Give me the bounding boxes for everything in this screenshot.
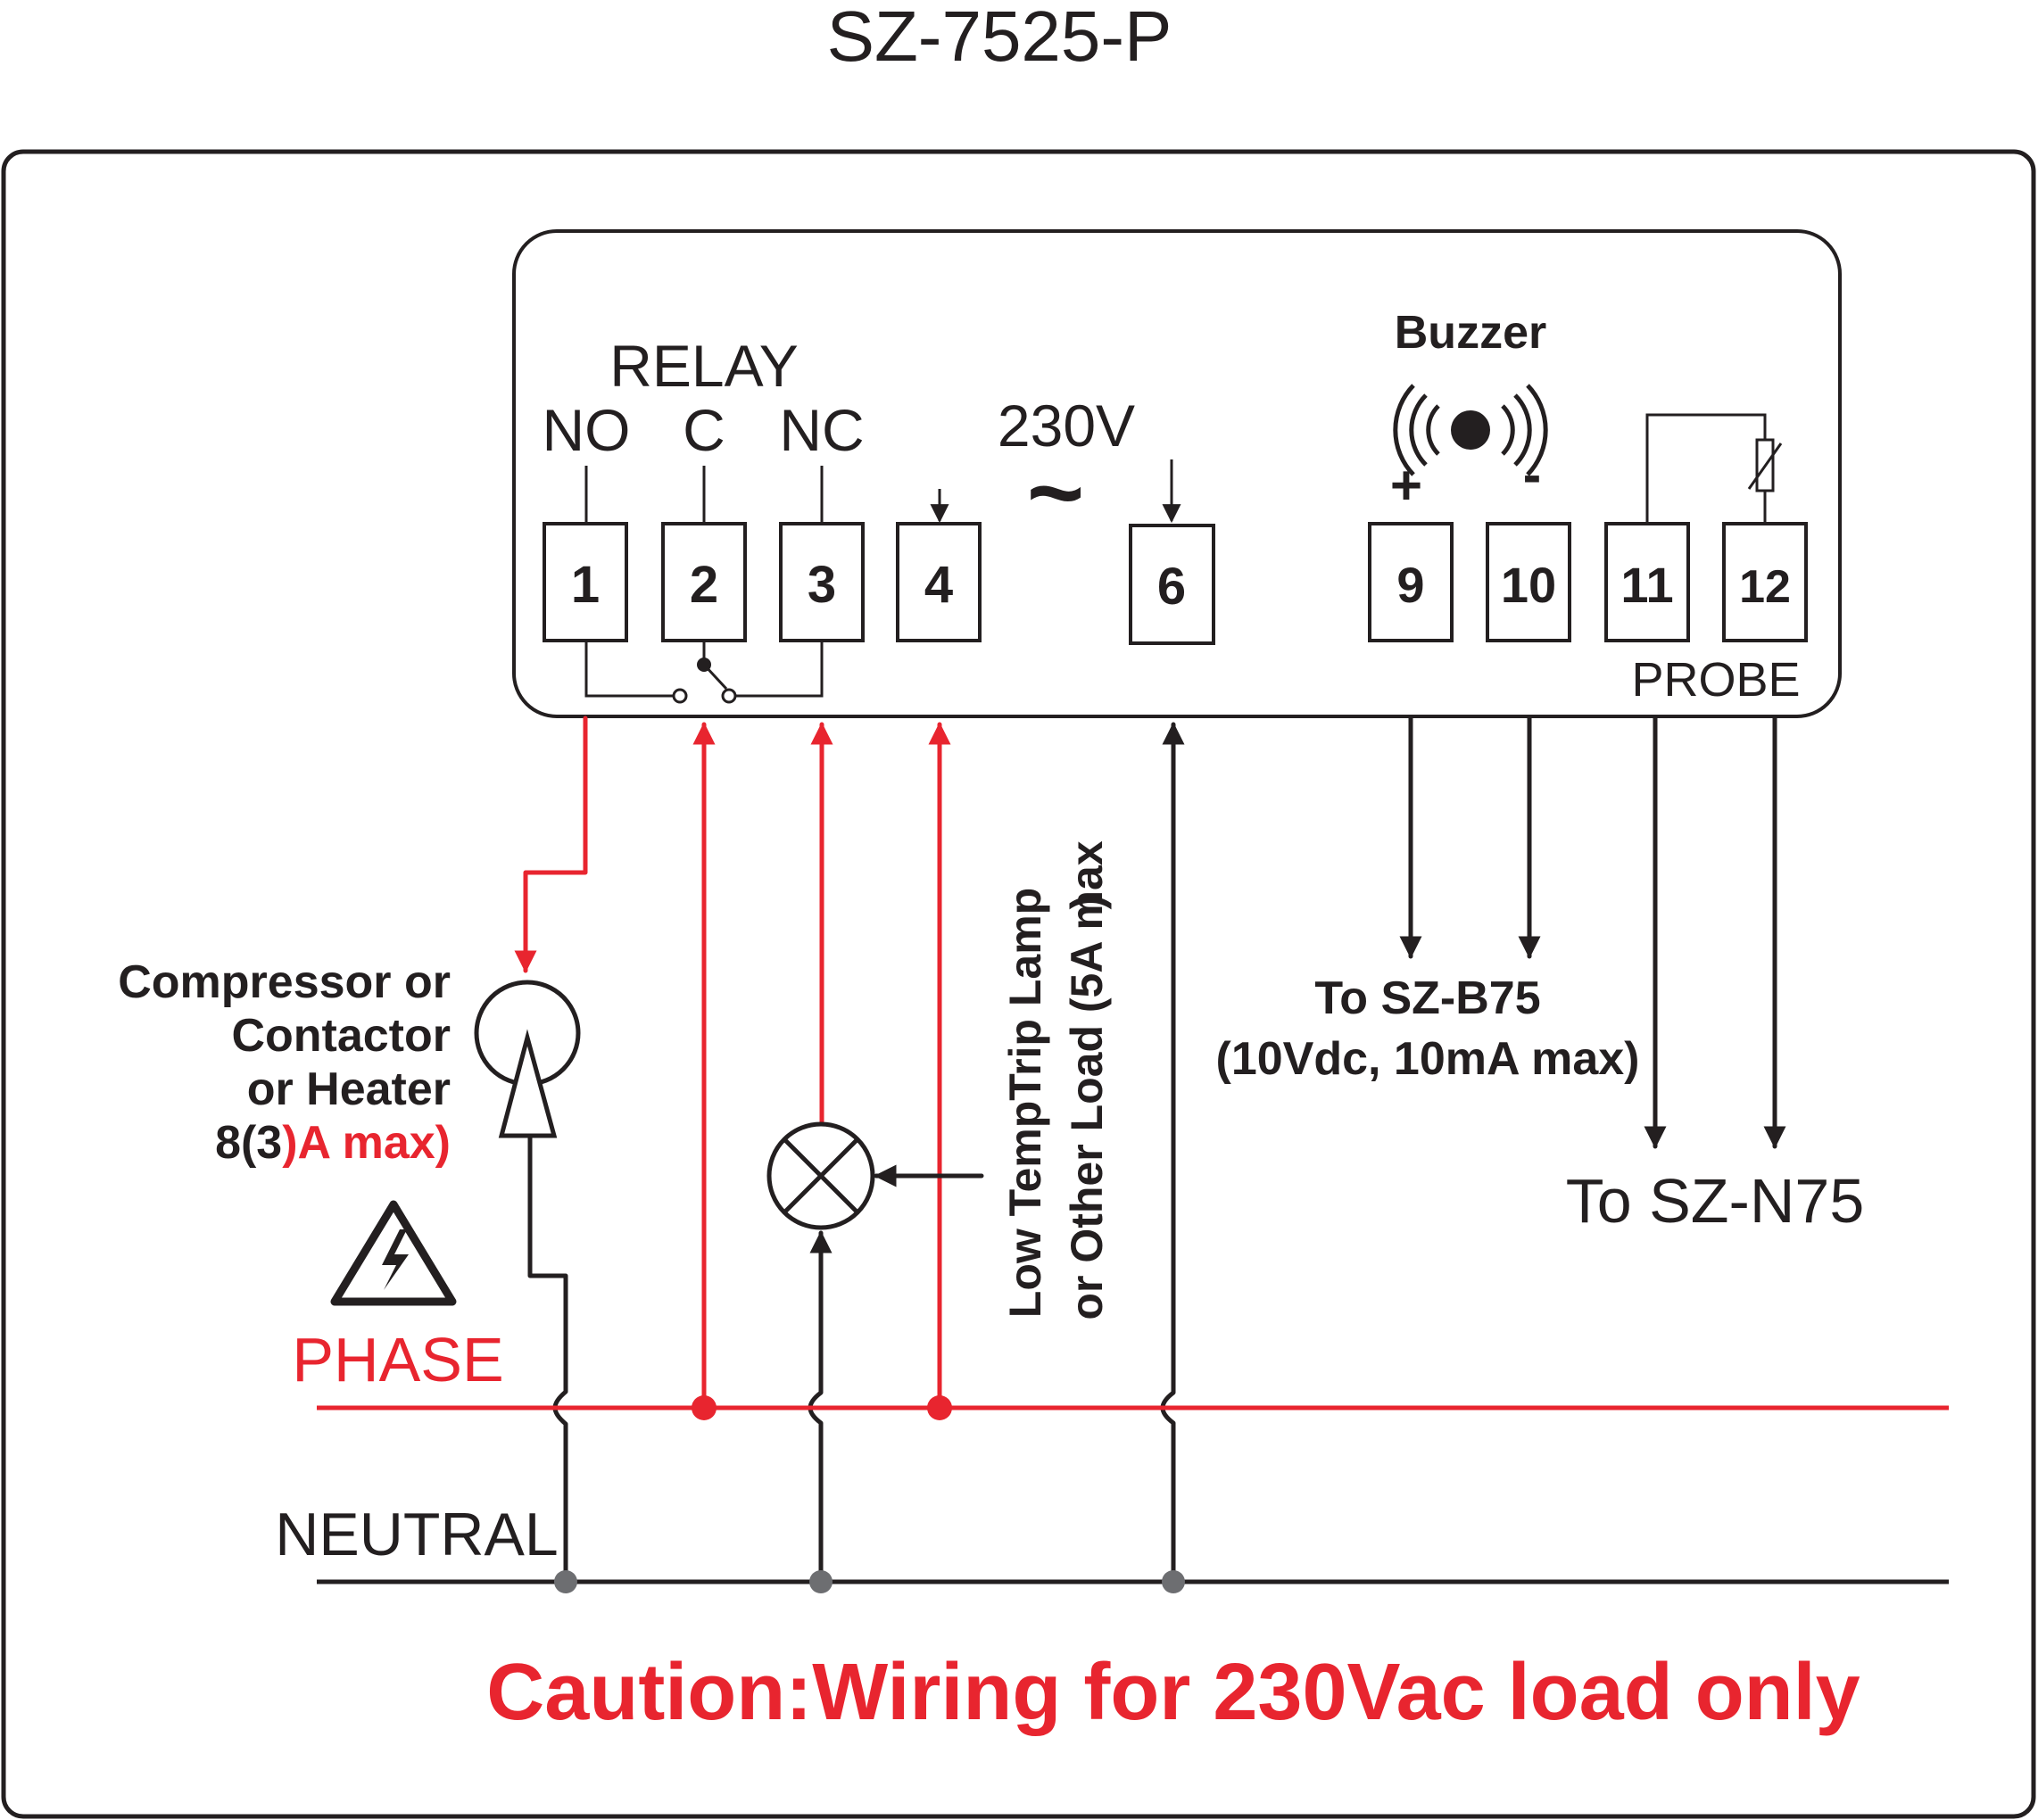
relay-no-label: NO	[543, 397, 631, 463]
lamp-label-line2: or Other Load (5A max	[1062, 840, 1112, 1320]
relay-c-label: C	[683, 397, 725, 463]
thermistor-icon	[1645, 413, 1783, 524]
relay-nc-label: NC	[779, 397, 864, 463]
probe-label: PROBE	[1631, 653, 1800, 707]
compressor-icon	[474, 980, 581, 1138]
terminal-label: 2	[690, 556, 718, 614]
neutral-junction-dot	[1162, 1570, 1185, 1593]
terminal-12: 12	[1722, 522, 1808, 642]
sz-b75-label: To SZ-B75	[1314, 972, 1540, 1024]
terminal-3: 3	[779, 522, 865, 642]
diagram-title: SZ-7525-P	[827, 0, 1172, 76]
buzzer-label: Buzzer	[1395, 307, 1546, 359]
outer-frame	[1, 149, 2036, 1819]
load-label-line2: Contactor	[231, 1010, 451, 1062]
neutral-junction-dot	[809, 1570, 833, 1593]
ac-tilde-symbol: ~	[1027, 438, 1084, 548]
terminal-1: 1	[543, 522, 628, 642]
buzzer-icon	[1393, 384, 1548, 476]
terminal-6: 6	[1129, 524, 1215, 645]
buzzer-minus-label: -	[1523, 444, 1542, 506]
supply-voltage-label: 230V	[998, 393, 1135, 459]
neutral-junction-dot	[554, 1570, 577, 1593]
terminal-10: 10	[1486, 522, 1571, 642]
wire-neutral-to-6	[1160, 722, 1185, 1584]
sz-n75-label: To SZ-N75	[1566, 1166, 1865, 1236]
terminal-label: 1	[571, 556, 600, 614]
phase-junction-dot	[927, 1395, 952, 1420]
wire-no-to-load	[514, 716, 588, 973]
caution-text: Caution:Wiring for 230Vac load only	[486, 1648, 1860, 1737]
terminal-label: 3	[808, 556, 836, 614]
terminal-label: 9	[1396, 557, 1424, 613]
relay-switch-symbol	[584, 641, 824, 704]
load-rating-black: 8(3	[215, 1117, 282, 1169]
load-rating: 8(3)A max)	[215, 1117, 451, 1169]
lamp-label-paren: )	[1062, 895, 1112, 910]
phase-junction-dot	[692, 1395, 717, 1420]
phase-label: PHASE	[292, 1325, 503, 1394]
terminal-label: 6	[1157, 558, 1186, 616]
buzzer-plus-label: +	[1390, 455, 1422, 517]
load-label-line3: or Heater	[247, 1063, 451, 1115]
terminal-label: 12	[1739, 561, 1791, 613]
terminal-label: 11	[1620, 557, 1673, 613]
warning-high-voltage-icon	[330, 1200, 457, 1306]
terminal-9: 9	[1368, 522, 1454, 642]
terminal-11: 11	[1604, 522, 1690, 642]
load-label-line1: Compressor or	[118, 956, 451, 1008]
terminal-4: 4	[896, 522, 982, 642]
terminal-label: 4	[924, 556, 953, 614]
lamp-icon	[766, 1121, 875, 1230]
relay-label: RELAY	[609, 333, 799, 399]
sz-b75-rating: (10Vdc, 10mA max)	[1216, 1033, 1640, 1085]
controller-body	[512, 229, 1842, 718]
lamp-label-line1: Low TempTrip Lamp	[1000, 888, 1050, 1318]
neutral-label: NEUTRAL	[275, 1501, 558, 1568]
terminal-label: 10	[1501, 557, 1556, 613]
terminal-2: 2	[661, 522, 747, 642]
load-rating-red: )A max)	[282, 1117, 451, 1169]
